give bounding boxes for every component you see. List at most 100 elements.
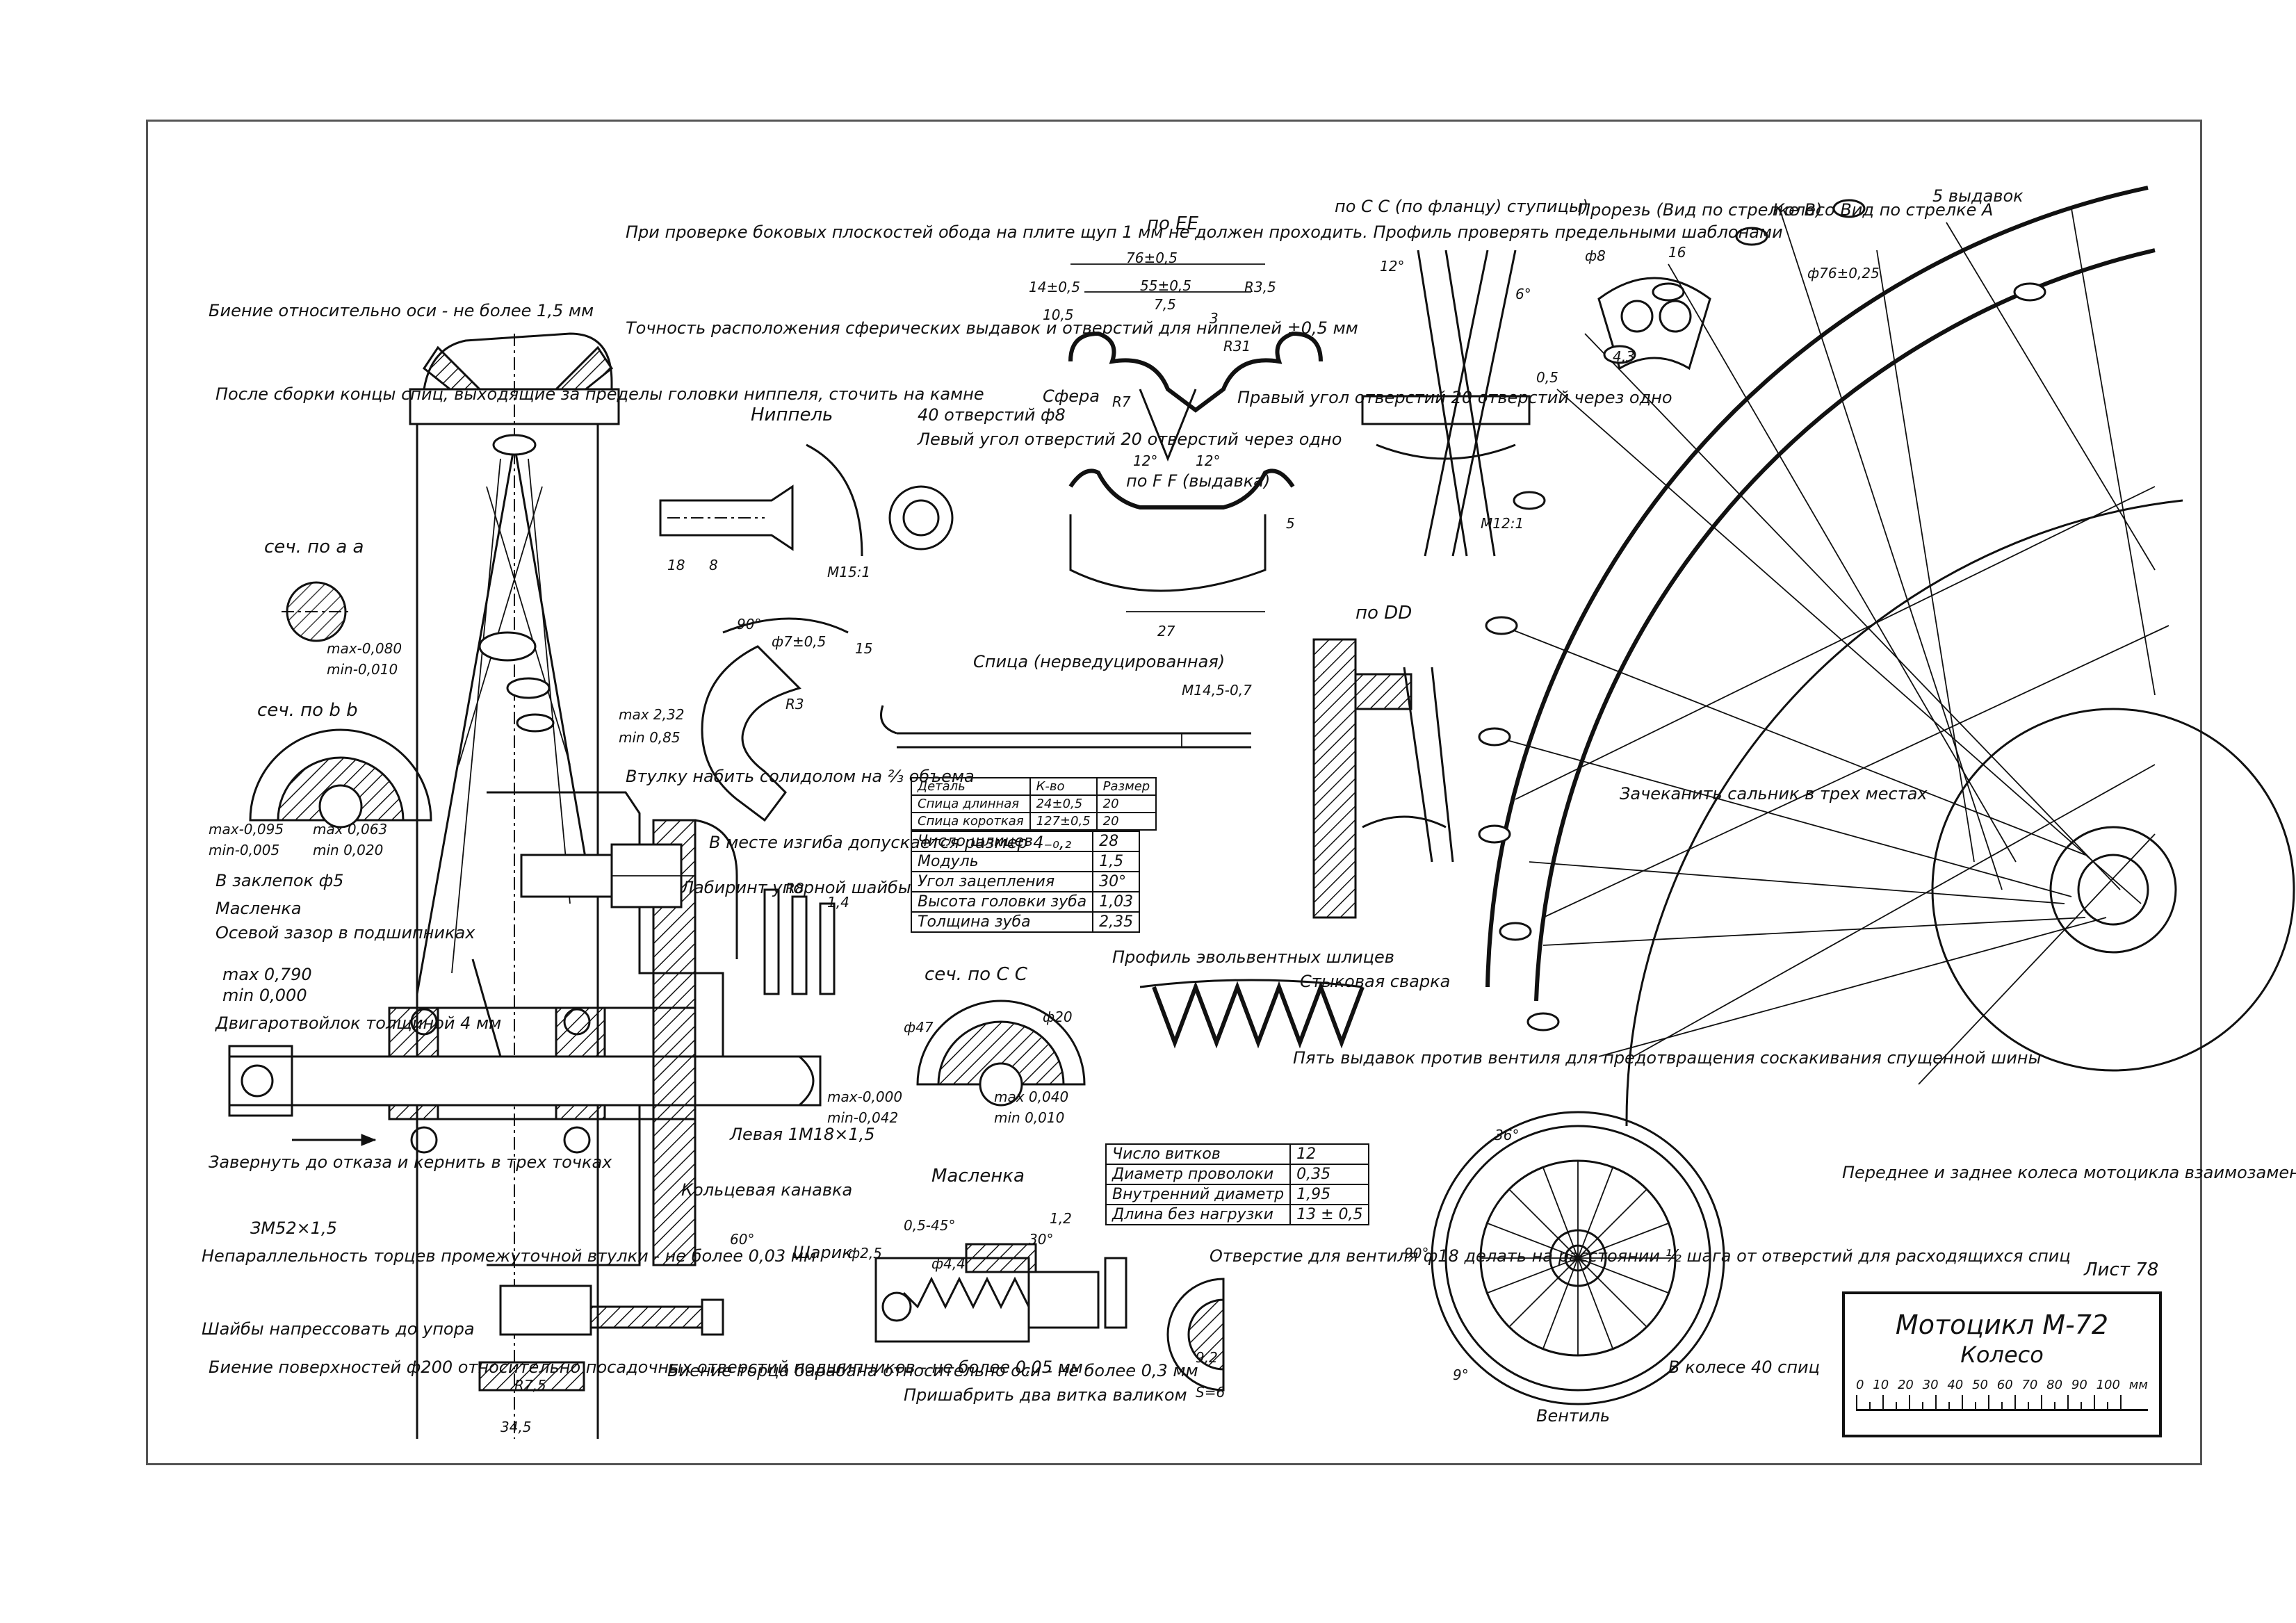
table-cell: 12 <box>1289 1143 1370 1165</box>
table-cell: Спица короткая <box>911 812 1031 831</box>
table-cell: 1,95 <box>1289 1184 1370 1205</box>
table-header-cell: Размер <box>1096 777 1157 796</box>
dim-7: ф7±0,5 <box>772 633 826 650</box>
label-valve: Вентиль <box>1536 1406 1610 1426</box>
note-thread: ЗМ52×1,5 <box>250 1218 337 1238</box>
dim-12b: 12° <box>1196 452 1220 469</box>
dim-60: 60° <box>730 1231 754 1248</box>
dim-0-5-45: 0,5-45° <box>904 1217 955 1234</box>
note-screw: Завернуть до отказа и кернить в трех точ… <box>209 1152 612 1172</box>
dim-m14-5: М14,5-0,7 <box>1182 682 1252 699</box>
view-nipple: Ниппель <box>751 405 833 425</box>
table-cell: 1,5 <box>1092 851 1141 872</box>
note-grind: Пришабрить два витка валиком <box>904 1385 1187 1405</box>
scale-tick <box>1896 1402 1897 1409</box>
scale-tick-label: 50 <box>1972 1378 1988 1392</box>
table-cell: 20 <box>1096 812 1157 831</box>
dim-9-2: 9,2 <box>1196 1349 1218 1366</box>
scale-tick-label: 60 <box>1996 1378 2013 1392</box>
label-labyrinth: Лабиринт упорной шайбы <box>681 878 911 897</box>
scale-tick <box>1909 1395 1910 1409</box>
dim-max0095: max-0,095 <box>209 821 284 838</box>
scale-tick-label: 100 <box>2096 1378 2120 1392</box>
dim-max0040: max 0,040 <box>994 1088 1068 1105</box>
dim-max232: max 2,32 <box>619 706 684 723</box>
label-sphere: Сфера <box>1043 386 1100 406</box>
section-aa <box>282 581 351 642</box>
note-surface-runout: Биение поверхностей ф200 относительно по… <box>209 1357 1083 1377</box>
note-rim-check: При проверке боковых плоскостей обода на… <box>626 222 1783 242</box>
dim-axial-gap-max: max 0,790 <box>222 965 312 984</box>
dim-12a: 12° <box>1133 452 1157 469</box>
note-drum-runout: Биение торца барабана относительно оси -… <box>667 1361 1198 1380</box>
dim-r7: R7 <box>1112 393 1131 410</box>
dim-4-3: 4,3 <box>1613 348 1635 365</box>
scale-tick <box>1869 1402 1871 1409</box>
scale-tick <box>2054 1402 2055 1409</box>
sheet-number: Лист 78 <box>2084 1259 2159 1280</box>
scale-tick-label: 90 <box>2071 1378 2087 1392</box>
table-cell: 30° <box>1092 871 1141 892</box>
dim-7-5: 7,5 <box>1154 296 1176 313</box>
view-wheel-a: Колесо Вид по стрелке А <box>1773 200 1993 220</box>
nipple-view <box>659 443 954 557</box>
scale-bar <box>1856 1394 2148 1411</box>
dim-90: 90° <box>737 616 761 633</box>
label-oiler-title: Масленка <box>931 1166 1025 1186</box>
label-spokes-count: В колесе 40 спиц <box>1668 1357 1820 1377</box>
oiler-view <box>874 1243 1127 1343</box>
spoke-view <box>701 617 1251 822</box>
scale-tick-label: 0 <box>1856 1378 1864 1392</box>
note-seal: Зачеканить сальник в трех местах <box>1620 784 1928 804</box>
view-dd: по DD <box>1355 603 1412 623</box>
scale-tick-label: 30 <box>1922 1378 1939 1392</box>
dim-phi20: ф20 <box>1043 1009 1073 1025</box>
note-spoke-ends: После сборки концы спиц, выходящие за пр… <box>215 384 984 404</box>
dim-phi76: ф76±0,25 <box>1807 265 1880 282</box>
section-bb <box>249 728 432 829</box>
table-cell: 28 <box>1092 831 1141 852</box>
flange-section-cc <box>1361 250 1531 557</box>
dim-18: 18 <box>667 557 685 573</box>
label-spline-profile: Профиль эвольвентных шлицев <box>1112 947 1394 967</box>
dim-min0010b: min 0,010 <box>994 1109 1064 1126</box>
table-cell: 20 <box>1096 794 1157 813</box>
table-cell: 13 ± 0,5 <box>1289 1204 1370 1225</box>
dim-phi4-4: ф4,4 <box>931 1255 966 1272</box>
dim-phi47: ф47 <box>904 1019 934 1036</box>
table-cell: Число шлицев <box>910 831 1094 852</box>
dim-max0063: max 0,063 <box>313 821 387 838</box>
table-cell: 24±0,5 <box>1029 794 1098 813</box>
table-cell: Высота головки зуба <box>910 891 1094 913</box>
scale-tick <box>1988 1395 1989 1409</box>
note-hole40: 40 отверстий ф8 <box>918 405 1066 425</box>
dim-1-4: 1,4 <box>827 894 849 911</box>
table-header-cell: Деталь <box>911 777 1031 796</box>
scale-tick <box>1856 1395 1857 1409</box>
note-right-angle: Правый угол отверстий 20 отверстий через… <box>1237 388 1672 407</box>
scale-tick <box>2081 1402 2082 1409</box>
scale-tick <box>1935 1395 1937 1409</box>
small-wheel <box>1431 1111 1725 1405</box>
scale-tick-label: 80 <box>2046 1378 2063 1392</box>
dim-14: 14±0,5 <box>1029 279 1080 295</box>
note-axial-gap: Осевой зазор в подшипниках <box>215 923 475 943</box>
drawing-frame <box>146 120 2202 1465</box>
gear-section-cc <box>916 1000 1086 1107</box>
table-cell: Спица длинная <box>911 794 1031 813</box>
view-ff: по F F (выдавка) <box>1126 471 1270 491</box>
note-spherical-accuracy: Точность расположения сферических выдаво… <box>626 318 1358 338</box>
dim-90c: 90° <box>1404 1245 1428 1262</box>
label-left-thread: Левая 1М18×1,5 <box>729 1125 875 1144</box>
scale-tick <box>2067 1395 2069 1409</box>
dim-30: 30° <box>1029 1231 1053 1248</box>
dim-8: 8 <box>709 557 718 573</box>
dim-55: 55±0,5 <box>1140 277 1191 294</box>
